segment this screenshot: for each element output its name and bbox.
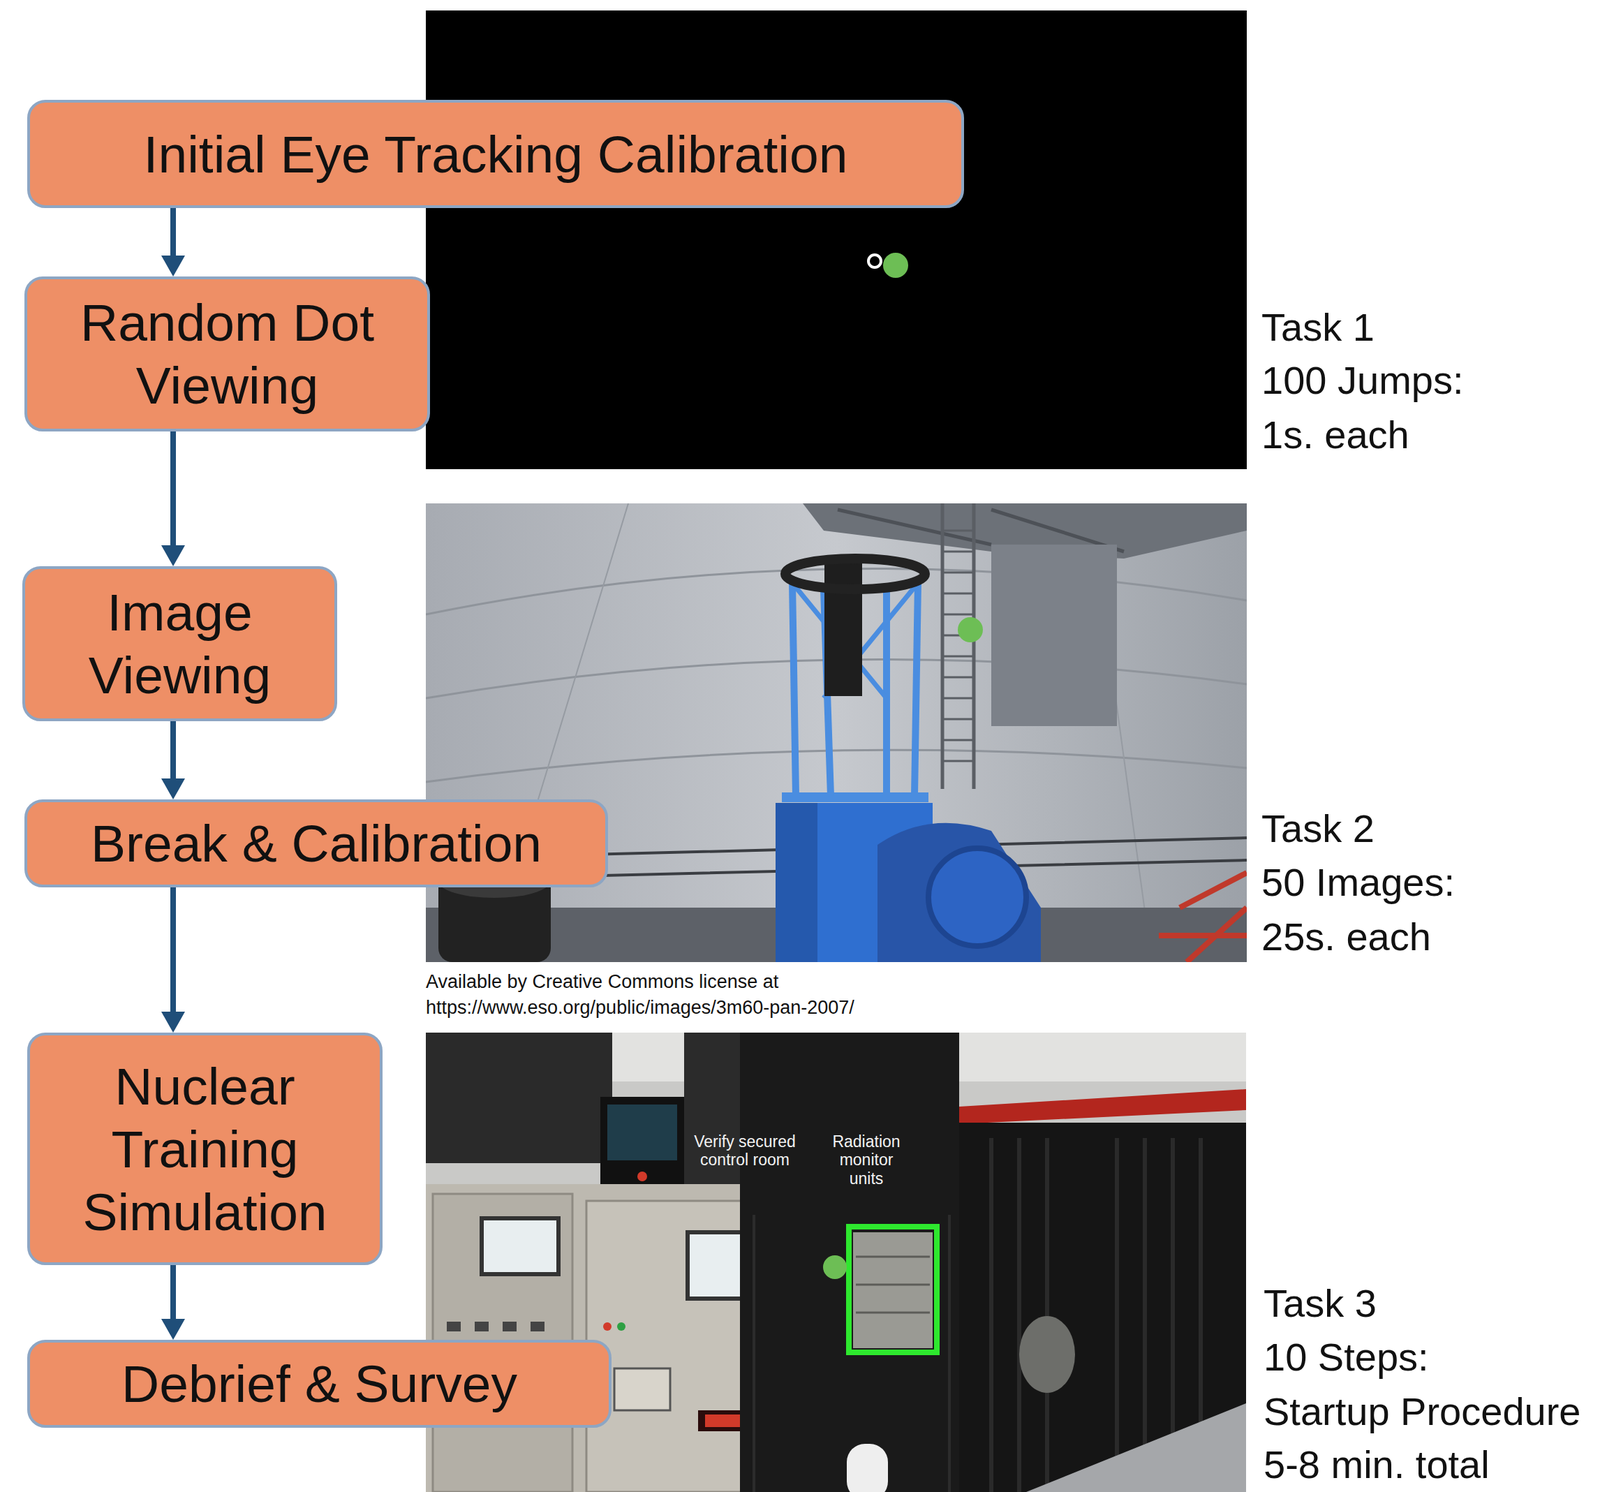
flow-arrow [161,431,185,567]
dot-task-screen [868,254,881,268]
image-credit: https://www.eso.org/public/images/3m60-p… [425,996,855,1019]
telescope-photo [824,556,863,696]
telescope-photo [957,617,983,643]
telescope-photo [425,503,1247,962]
arrow-line [170,1264,176,1321]
telescope-photo [928,848,1027,946]
control-room-photo [959,1122,1247,1492]
arrow-line [170,887,176,1013]
dot-task-screen [425,10,1247,470]
flow-arrow [161,1264,185,1340]
control-room-photo [846,1443,888,1492]
task-label: 100 Jumps: [1261,356,1464,404]
task-label: 5-8 min. total [1263,1440,1490,1488]
control-room-photo [1026,1403,1247,1492]
flow-arrow [161,208,185,277]
task-label: 1s. each [1261,411,1410,458]
control-room-photo [853,1232,933,1348]
control-room-photo [607,1104,678,1161]
telescope-photo [781,792,929,803]
box-text: Image Viewing [34,580,325,707]
arrow-head [161,255,185,277]
process-box: Initial Eye Tracking Calibration [27,99,965,209]
arrow-line [170,431,176,547]
overlay-label: Verify secured control room [684,1132,807,1170]
telescope-photo [991,544,1117,727]
control-room-photo [855,1256,930,1313]
control-room-photo [617,1322,626,1331]
telescope-photo [792,582,796,796]
telescope-photo [972,503,976,789]
task-label: 25s. each [1261,913,1432,960]
dot-task-screen [883,252,909,278]
flow-arrow [161,721,185,800]
task-label: 50 Images: [1261,858,1455,906]
task-label: Task 3 [1263,1279,1377,1327]
control-room-photo [823,1255,847,1279]
process-box: Break & Calibration [24,799,609,888]
control-room-photo [425,1183,787,1492]
control-room-photo [600,1096,685,1189]
box-text: Break & Calibration [90,811,542,875]
arrow-line [170,208,176,257]
process-box: Random Dot Viewing [24,276,431,432]
control-room-photo [425,1032,613,1164]
image-credit: Available by Creative Commons license at [425,970,779,993]
task-label: Task 1 [1261,303,1375,351]
telescope-photo [942,530,974,761]
telescope-photo [425,503,1247,962]
control-room-photo [614,1368,671,1411]
flow-arrow [161,887,185,1033]
telescope-photo [914,582,918,796]
control-room-photo [1019,1315,1076,1393]
task-label: Task 2 [1261,804,1375,852]
control-room-photo [959,1089,1247,1124]
task-label: Startup Procedure [1263,1387,1581,1435]
box-text: Initial Eye Tracking Calibration [143,122,849,186]
arrow-head [161,545,185,567]
box-text: Debrief & Survey [121,1352,518,1416]
process-box: Image Viewing [22,566,338,722]
process-box: Nuclear Training Simulation [27,1032,383,1265]
telescope-photo [1158,872,1247,962]
control-room-photo [637,1171,648,1182]
arrow-line [170,721,176,780]
dot-task-screen [425,10,1247,470]
telescope-photo [837,509,992,545]
control-room-photo [481,1218,559,1274]
overlay-label: Radiation monitor units [820,1132,912,1188]
control-room-photo [848,1226,937,1353]
arrow-head [161,1011,185,1033]
box-text: Random Dot Viewing [36,291,418,417]
arrow-head [161,1318,185,1340]
telescope-photo [941,503,945,789]
telescope-photo [785,558,925,590]
arrow-head [161,778,185,800]
box-text: Nuclear Training Simulation [39,1054,370,1244]
telescope-photo [877,823,1041,962]
process-box: Debrief & Survey [27,1339,612,1428]
task-label: 10 Steps: [1263,1333,1429,1381]
control-room-photo [684,1032,747,1204]
telescope-photo [775,802,818,962]
control-room-photo [739,1032,960,1492]
control-room-photo [603,1322,612,1331]
